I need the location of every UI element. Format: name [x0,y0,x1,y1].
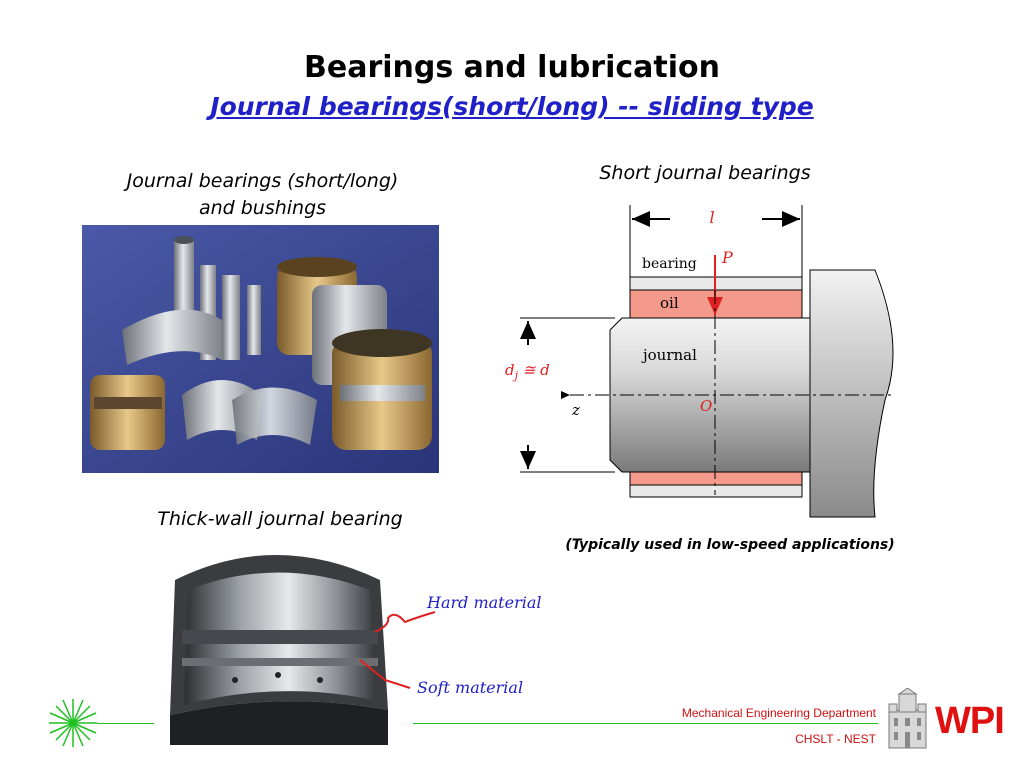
journal-label: journal [641,346,697,364]
center-label: O [700,397,712,415]
bearing-label: bearing [642,256,697,272]
hard-material-label: Hard material [427,593,542,612]
low-speed-note: (Typically used in low-speed application… [565,537,895,553]
diameter-rest: ≅ d [518,361,550,379]
slide-title: Bearings and lubrication [303,50,720,85]
department-label: Mechanical Engineering Department [681,706,876,720]
wpi-logo: WPI [935,700,1005,742]
castle-logo-icon [888,688,927,749]
footer-divider-left [97,723,154,724]
thick-wall-caption: Thick-wall journal bearing [157,508,403,530]
diameter-symbol: d [505,361,515,379]
star-burst-icon [49,699,97,747]
bushings-caption-line2: and bushings [198,197,327,219]
thick-wall-bearing-photo [170,555,388,745]
diameter-subscript: j [512,369,519,382]
diameter-label: dj ≅ d [505,361,550,382]
short-journal-bearing-diagram: l bearing oil journal P z O dj ≅ d [505,205,895,518]
axis-label: z [571,401,580,419]
length-label: l [709,208,714,227]
chslt-label: CHSLT - NEST [795,732,876,746]
soft-material-label: Soft material [417,678,524,697]
footer-divider-right [413,723,878,724]
bushings-photo [82,225,439,473]
bushings-caption-line1: Journal bearings (short/long) [126,170,399,192]
oil-label: oil [660,294,679,312]
diagram-caption: Short journal bearings [599,162,811,184]
load-label: P [721,248,733,267]
slide-subtitle: Journal bearings(short/long) -- sliding … [210,92,814,121]
material-pointers [359,611,436,689]
bushings-caption: Journal bearings (short/long) and bushin… [90,168,435,222]
